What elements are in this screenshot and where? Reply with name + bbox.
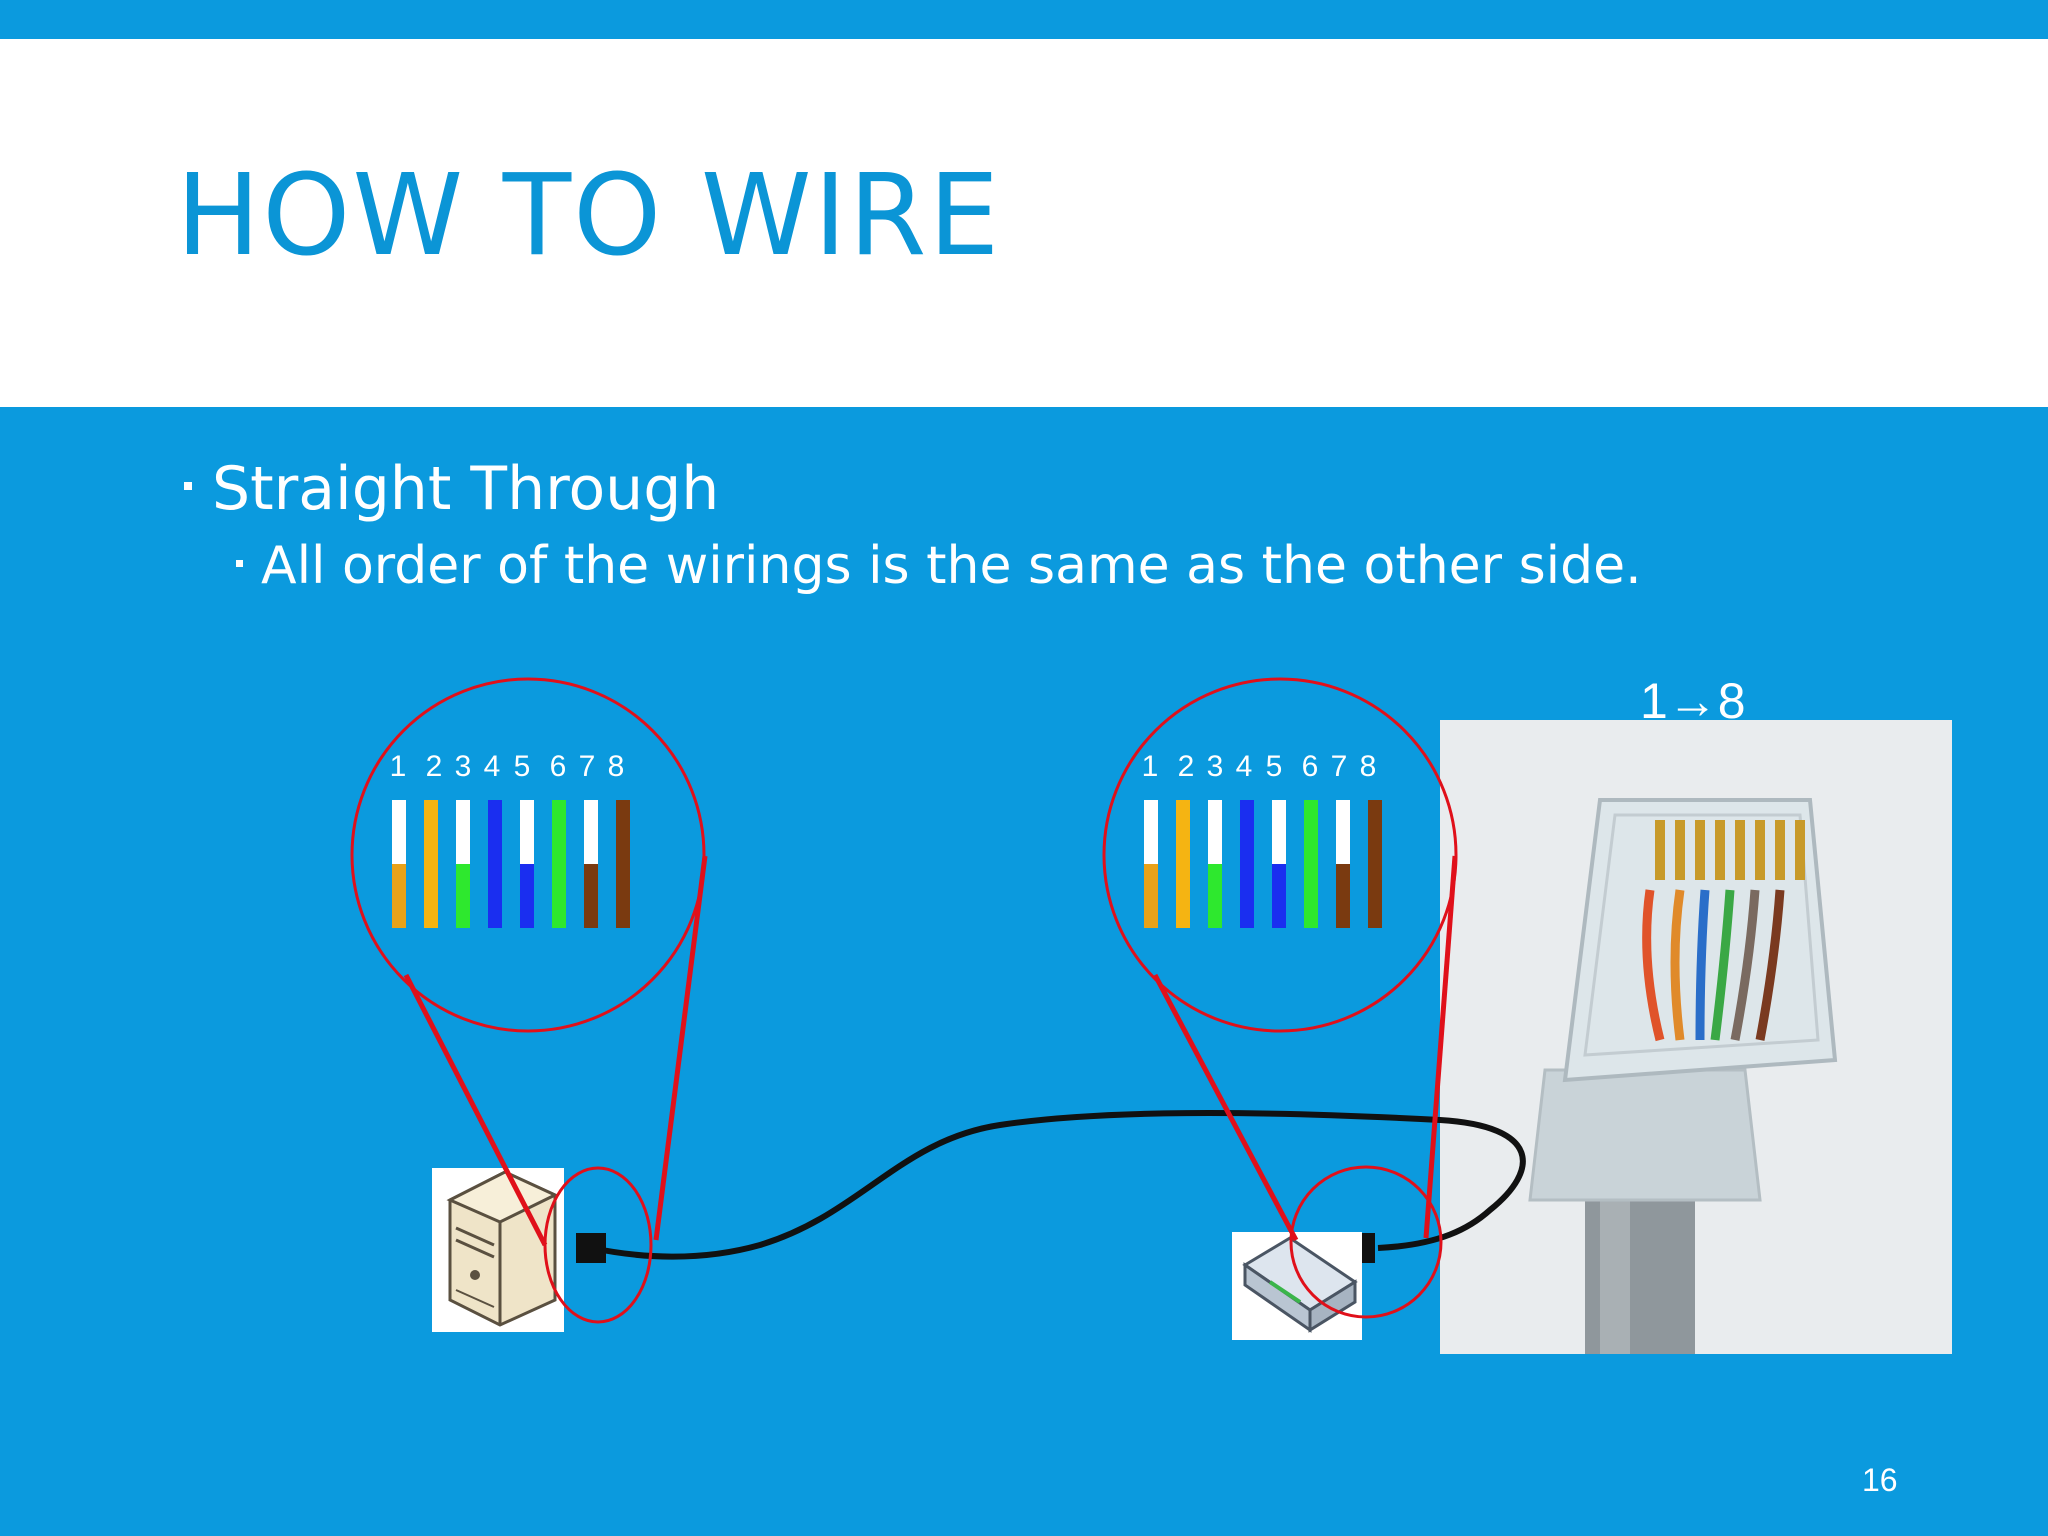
- wire-strip-top: [488, 800, 502, 864]
- pin-order-label: 1→8: [1640, 672, 1746, 730]
- page-number: 16: [1862, 1462, 1898, 1499]
- wire-strip-bottom: [1304, 864, 1318, 928]
- wire-strip-top: [392, 800, 406, 864]
- pin-number: 1: [390, 750, 407, 783]
- wire-strip-top: [424, 800, 438, 864]
- wire-strip-top: [584, 800, 598, 864]
- wire-strip-top: [520, 800, 534, 864]
- wire-strip-bottom: [424, 864, 438, 928]
- pin-number: 7: [579, 750, 596, 783]
- wire-strip-top: [1272, 800, 1286, 864]
- pin-number: 2: [1178, 750, 1195, 783]
- pin-number: 3: [455, 750, 472, 783]
- wire-strip-bottom: [616, 864, 630, 928]
- pin-number: 3: [1207, 750, 1224, 783]
- wire-strip-bottom: [456, 864, 470, 928]
- wire-strip-bottom: [1272, 864, 1286, 928]
- wire-strip-bottom: [1336, 864, 1350, 928]
- wire-strip-top: [1240, 800, 1254, 864]
- wire-strip-bottom: [552, 864, 566, 928]
- wire-strips-left: [392, 800, 630, 928]
- wire-strips-right: [1144, 800, 1382, 928]
- network-cable: [592, 1113, 1523, 1257]
- pin-number: 4: [484, 750, 501, 783]
- pin-number: 5: [1266, 750, 1283, 783]
- pin-number: 5: [514, 750, 531, 783]
- pin-number: 6: [1302, 750, 1319, 783]
- wire-strip-top: [1176, 800, 1190, 864]
- wire-strip-top: [456, 800, 470, 864]
- wire-strip-bottom: [584, 864, 598, 928]
- pin-number: 1: [1142, 750, 1159, 783]
- wire-strip-top: [616, 800, 630, 864]
- wire-strip-top: [1368, 800, 1382, 864]
- connector-plug-left: [576, 1233, 606, 1263]
- wire-strip-bottom: [1240, 864, 1254, 928]
- switch-icon: [1232, 1232, 1362, 1340]
- wire-strip-top: [552, 800, 566, 864]
- wire-strip-top: [1304, 800, 1318, 864]
- wire-strip-bottom: [520, 864, 534, 928]
- pin-number: 8: [1360, 750, 1377, 783]
- rj45-connector-photo: [1440, 720, 1952, 1354]
- wire-strip-bottom: [1368, 864, 1382, 928]
- wire-strip-bottom: [1144, 864, 1158, 928]
- wire-strip-bottom: [392, 864, 406, 928]
- pin-number: 2: [426, 750, 443, 783]
- pin-number: 6: [550, 750, 567, 783]
- pin-number: 7: [1331, 750, 1348, 783]
- wire-strip-bottom: [1176, 864, 1190, 928]
- pin-number: 4: [1236, 750, 1253, 783]
- wire-strip-top: [1208, 800, 1222, 864]
- wire-strip-top: [1144, 800, 1158, 864]
- wire-strip-top: [1336, 800, 1350, 864]
- wire-strip-bottom: [1208, 864, 1222, 928]
- pin-number: 8: [608, 750, 625, 783]
- wire-strip-bottom: [488, 864, 502, 928]
